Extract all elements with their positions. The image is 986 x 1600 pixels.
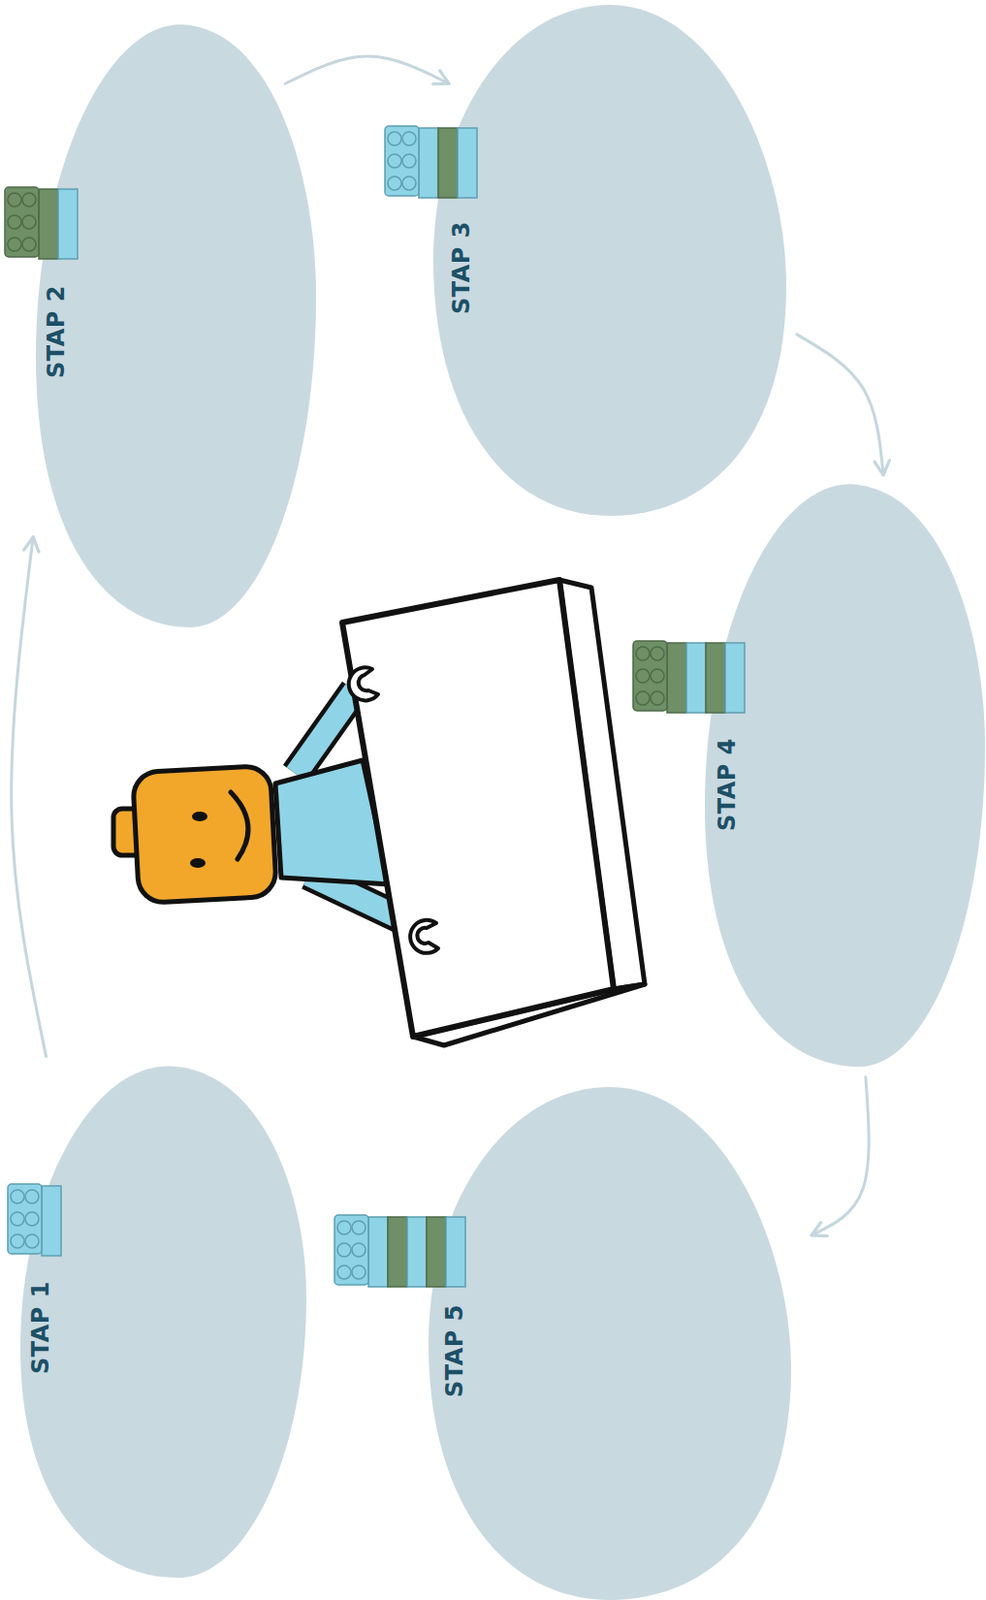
step-blob: STAP 4	[704, 484, 986, 1067]
label-group: STAP 5	[442, 1304, 468, 1398]
step-blob: STAP 1	[20, 1066, 307, 1578]
step-label: STAP 2	[43, 285, 69, 379]
sign-bottom	[413, 984, 645, 1046]
figure-stud	[113, 808, 143, 856]
brick-top	[4, 187, 39, 257]
brick-layer	[725, 642, 745, 713]
blob-shape	[428, 1086, 792, 1600]
label-group: STAP 1	[28, 1280, 54, 1374]
figure-eye	[190, 858, 206, 868]
step-blob: STAP 5	[428, 1086, 792, 1600]
figure-hands	[349, 667, 439, 953]
figure-torso	[275, 760, 390, 885]
brick-stack	[384, 126, 478, 198]
brick-stack	[7, 1183, 62, 1256]
step-label: STAP 5	[442, 1304, 468, 1398]
figure-arm	[295, 690, 355, 774]
brick-top	[633, 640, 668, 711]
brick-layer	[41, 1185, 62, 1256]
brick-layer	[686, 642, 706, 713]
flow-arrow	[285, 56, 449, 84]
figure-head	[132, 764, 278, 903]
blob-fill	[433, 4, 787, 516]
brick-layer	[58, 189, 78, 259]
brick-top	[384, 126, 419, 196]
brick-layer	[407, 1216, 427, 1287]
brick-top	[7, 1183, 42, 1254]
blob-shape	[433, 4, 787, 516]
brick-layer	[418, 127, 439, 198]
label-group: STAP 4	[714, 737, 740, 831]
flow-arrow	[11, 537, 47, 1057]
blob-shape	[20, 1066, 307, 1578]
blob-fill	[35, 24, 317, 628]
brick-stack	[4, 187, 78, 259]
brick-layer	[438, 127, 458, 198]
figure-hand	[410, 920, 439, 954]
sign-board	[342, 579, 645, 1046]
figure-smile	[230, 792, 249, 859]
sign-front	[342, 579, 614, 1037]
brick-layer	[457, 127, 478, 198]
blob-shape	[35, 25, 317, 628]
figure-arm	[308, 874, 415, 925]
sign-side	[559, 579, 645, 989]
brick-top	[334, 1214, 369, 1285]
step-label: STAP 4	[714, 737, 740, 831]
label-group: STAP 3	[448, 221, 475, 315]
blob-fill	[704, 483, 986, 1067]
brick-layer	[667, 642, 687, 713]
brick-layer	[426, 1216, 446, 1287]
flow-arrow	[811, 1077, 869, 1236]
brick-layer	[705, 642, 726, 713]
brick-layer	[368, 1216, 388, 1287]
blob-shape	[704, 484, 986, 1067]
blob-fill	[20, 1065, 307, 1578]
brick-layer	[445, 1216, 466, 1287]
figure-hand	[349, 667, 379, 700]
figure-arm	[308, 874, 415, 925]
label-group: STAP 2	[43, 285, 69, 379]
step-label: STAP 1	[28, 1280, 54, 1374]
brick-layer	[38, 189, 59, 259]
step-blob: STAP 3	[433, 4, 787, 516]
blob-fill	[428, 1086, 792, 1600]
figure-eye	[191, 811, 208, 822]
step-blob: STAP 2	[35, 25, 317, 628]
figure-arm	[295, 690, 355, 774]
brick-stack	[334, 1214, 466, 1287]
step-label: STAP 3	[448, 221, 475, 315]
brick-layer	[387, 1216, 408, 1287]
brick-stack	[633, 640, 745, 713]
lego-figure	[113, 690, 415, 925]
flow-arrow	[796, 334, 884, 476]
